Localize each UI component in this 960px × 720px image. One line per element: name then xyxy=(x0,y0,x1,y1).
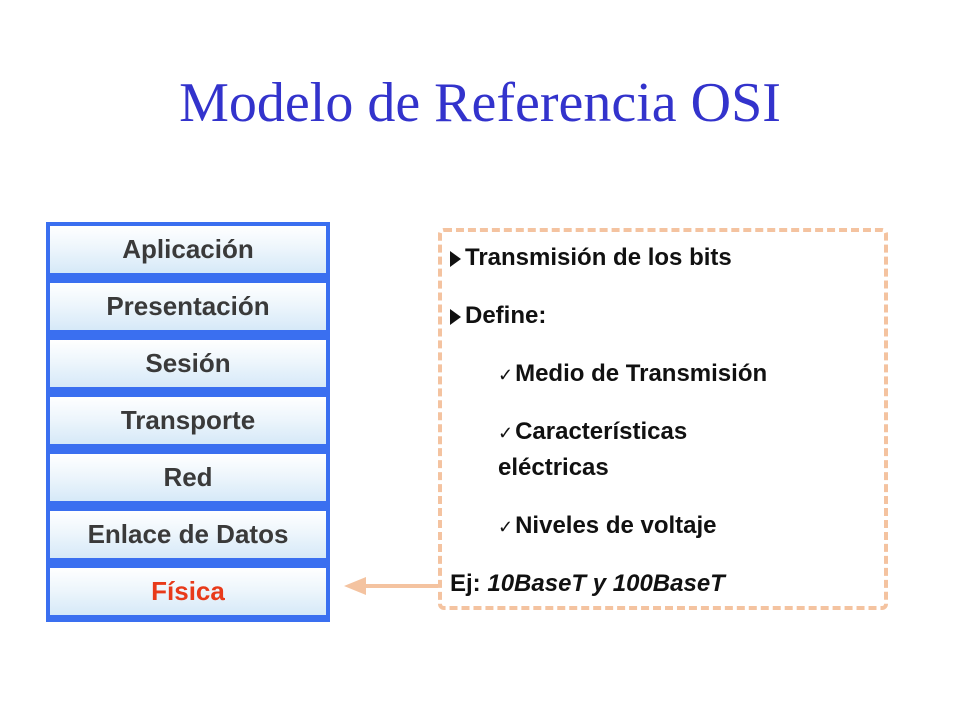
check-icon: ✓ xyxy=(498,517,514,537)
layer-transporte: Transporte xyxy=(50,397,326,444)
check-icon: ✓ xyxy=(498,423,514,443)
check-icon: ✓ xyxy=(498,365,514,385)
pointer-arrow-icon xyxy=(344,577,438,595)
layer-sesion: Sesión xyxy=(50,340,326,387)
sub-niveles-text: Niveles de voltaje xyxy=(515,512,717,539)
example-value: 10BaseT y 100BaseT xyxy=(487,570,725,597)
osi-layer-stack: Aplicación Presentación Sesión Transport… xyxy=(46,222,330,622)
sub-medio: ✓Medio de Transmisión xyxy=(498,360,767,388)
bullet-transmision-text: Transmisión de los bits xyxy=(465,244,732,271)
arrow-bullet-icon xyxy=(450,309,461,325)
layer-aplicacion: Aplicación xyxy=(50,226,326,273)
arrow-bullet-icon xyxy=(450,251,461,267)
physical-layer-description-box xyxy=(438,228,888,610)
layer-red: Red xyxy=(50,454,326,501)
sub-caracteristicas: ✓Características xyxy=(498,418,687,446)
bullet-define: Define: xyxy=(450,302,546,330)
bullet-define-text: Define: xyxy=(465,302,547,329)
sub-niveles: ✓Niveles de voltaje xyxy=(498,512,717,540)
sub-caracteristicas-text: Características xyxy=(515,418,688,445)
example-line: Ej: 10BaseT y 100BaseT xyxy=(450,570,725,598)
bullet-transmision: Transmisión de los bits xyxy=(450,244,732,272)
layer-presentacion: Presentación xyxy=(50,283,326,330)
example-prefix: Ej: xyxy=(450,570,488,597)
layer-enlace-de-datos: Enlace de Datos xyxy=(50,511,326,558)
page-title: Modelo de Referencia OSI xyxy=(179,72,781,134)
sub-caracteristicas-line2: eléctricas xyxy=(498,454,609,481)
layer-fisica: Física xyxy=(50,568,326,615)
sub-medio-text: Medio de Transmisión xyxy=(515,360,768,387)
